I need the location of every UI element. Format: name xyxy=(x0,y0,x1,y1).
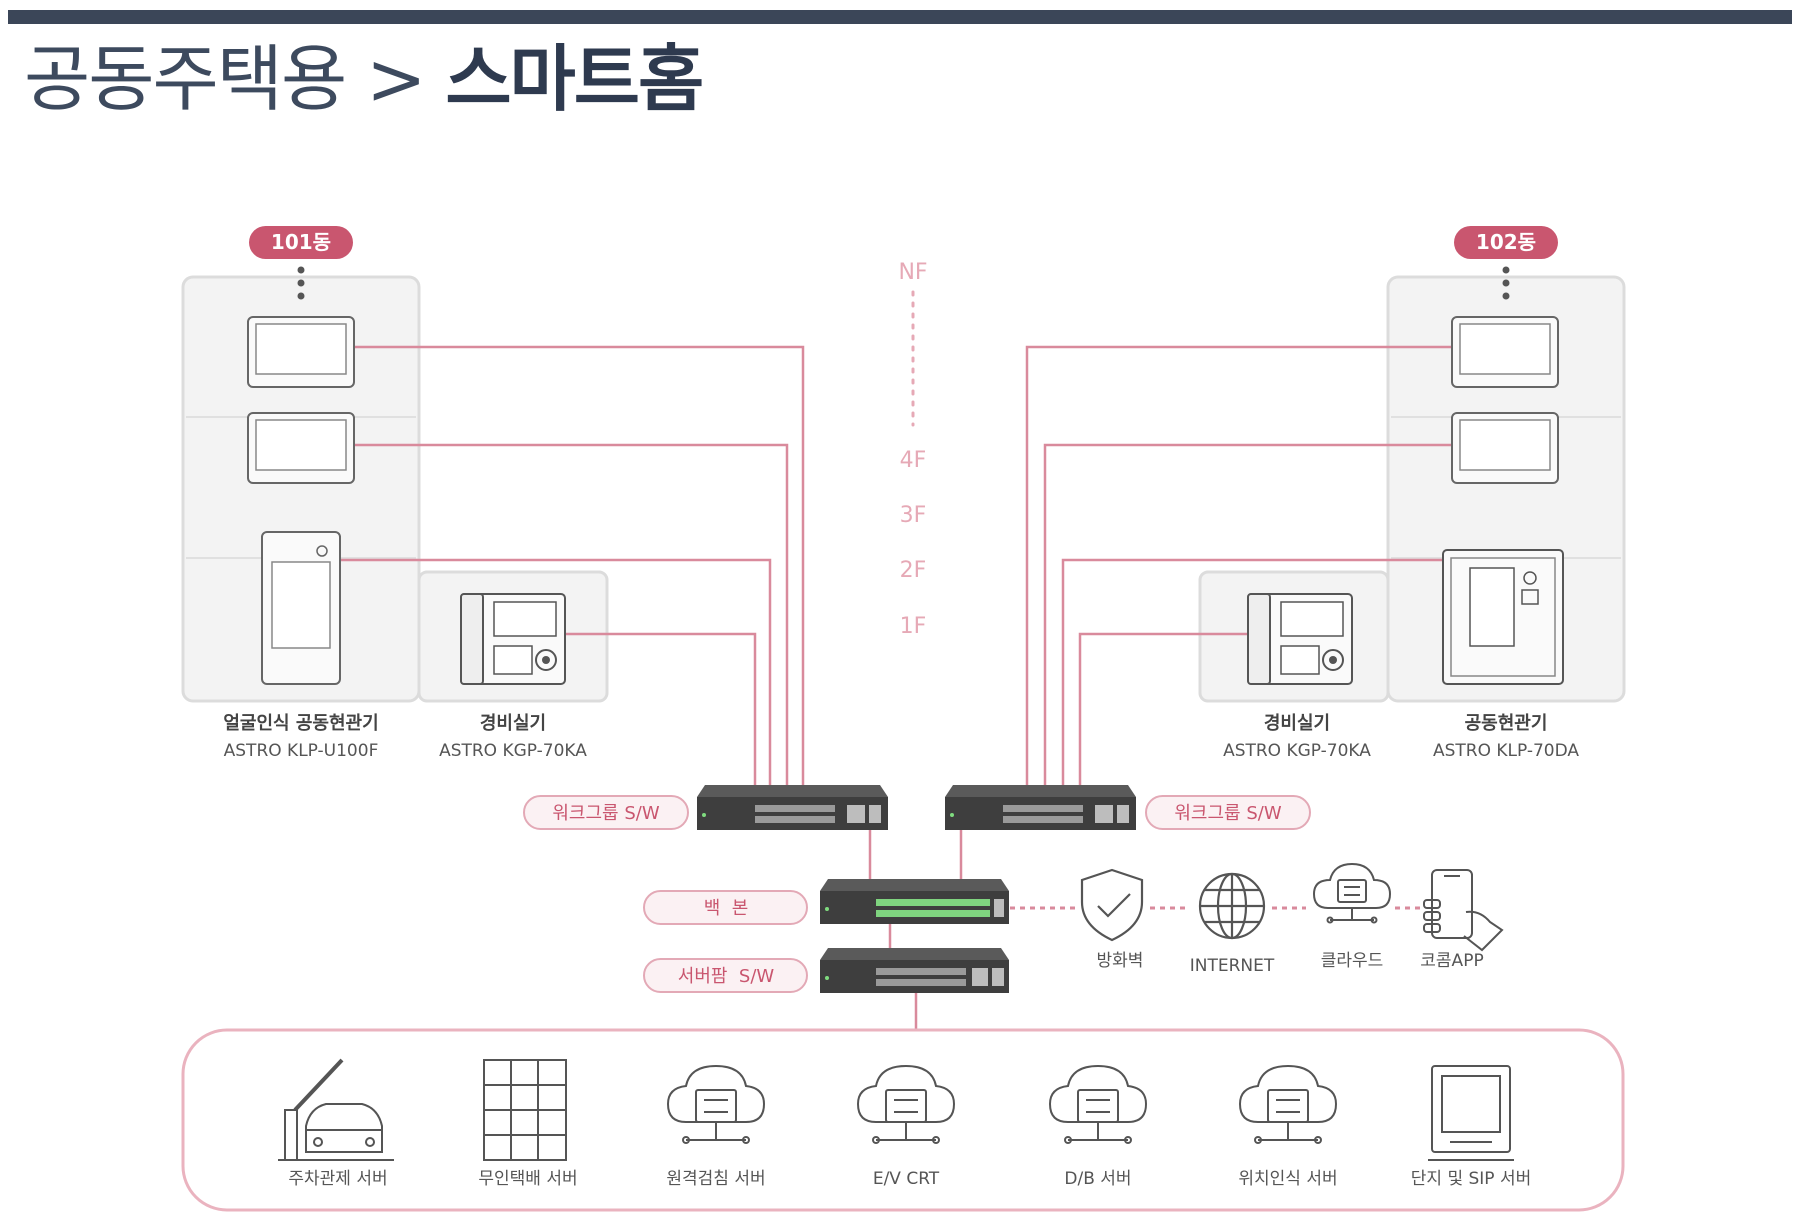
cloud-icon xyxy=(1312,862,1392,924)
cloud-server-icon xyxy=(1238,1064,1338,1144)
wallpad-icon xyxy=(247,316,355,388)
building-102-label: 102동 xyxy=(1476,230,1536,254)
internet-globe-icon xyxy=(1198,872,1266,940)
face-recognition-lobby-phone-icon xyxy=(261,531,341,685)
cloud-server-icon xyxy=(856,1064,956,1144)
app-label: 코콤APP xyxy=(1420,951,1483,971)
floor-indicator: NF 4F 3F 2F 1F xyxy=(898,260,927,639)
firewall-label: 방화벽 xyxy=(1097,951,1144,971)
backbone-switch-icon xyxy=(820,879,1009,924)
cloud-label: 클라우드 xyxy=(1321,951,1384,971)
building-101-label: 101동 xyxy=(271,230,331,254)
connection-lines xyxy=(340,345,1454,1030)
left-entrance-model: ASTRO KLP-U100F xyxy=(224,741,379,761)
cloud-server-icon xyxy=(1048,1064,1148,1144)
left-entrance-name: 얼굴인식 공동현관기 xyxy=(223,713,378,734)
parking-control-icon xyxy=(278,1058,394,1161)
floor-2f: 2F xyxy=(900,558,927,583)
title-category: 공동주택용 xyxy=(24,37,347,121)
backbone-pill: 백 본 xyxy=(643,890,808,925)
floor-1f: 1F xyxy=(900,614,927,639)
workgroup-left-label: 워크그룹 S/W xyxy=(552,803,659,824)
firewall-icon xyxy=(1080,868,1144,942)
server-label-parking: 주차관제 서버 xyxy=(288,1169,387,1189)
server-farm-pill: 서버팜 S/W xyxy=(643,958,808,993)
left-guard-model: ASTRO KGP-70KA xyxy=(439,741,587,761)
right-entrance-model: ASTRO KLP-70DA xyxy=(1433,741,1579,761)
server-label-location: 위치인식 서버 xyxy=(1238,1169,1337,1189)
server-label-sip: 단지 및 SIP 서버 xyxy=(1411,1169,1531,1189)
title-subject: 스마트홈 xyxy=(445,37,704,121)
right-entrance-name: 공동현관기 xyxy=(1465,713,1548,734)
lobby-phone-icon xyxy=(1442,549,1564,685)
workgroup-right-label: 워크그룹 S/W xyxy=(1174,803,1281,824)
guard-phone-icon xyxy=(460,593,566,685)
mobile-app-icon xyxy=(1423,869,1504,952)
parcel-locker-icon xyxy=(483,1059,567,1161)
left-guard-name: 경비실기 xyxy=(480,713,546,734)
workgroup-right-pill: 워크그룹 S/W xyxy=(1145,795,1311,830)
title-separator: > xyxy=(366,37,426,121)
floor-3f: 3F xyxy=(900,503,927,528)
wallpad-icon xyxy=(1451,412,1559,484)
top-bar xyxy=(8,10,1792,24)
internet-label: INTERNET xyxy=(1190,956,1275,976)
device-labels: 얼굴인식 공동현관기 ASTRO KLP-U100F 경비실기 ASTRO KG… xyxy=(223,713,1579,761)
server-label-metering: 원격검침 서버 xyxy=(666,1169,765,1189)
cloud-server-icon xyxy=(666,1064,766,1144)
workgroup-switch-right-icon xyxy=(945,785,1136,830)
building-102-badge: 102동 xyxy=(1454,226,1558,300)
backbone-label: 백 본 xyxy=(704,898,749,919)
workgroup-switch-left-icon xyxy=(697,785,888,830)
server-label-db: D/B 서버 xyxy=(1064,1169,1131,1189)
wallpad-icon xyxy=(247,412,355,484)
right-guard-name: 경비실기 xyxy=(1264,713,1330,734)
building-101-badge: 101동 xyxy=(249,226,353,300)
server-label-parcel: 무인택배 서버 xyxy=(478,1169,577,1189)
server-label-ev-crt: E/V CRT xyxy=(873,1169,940,1189)
floor-4f: 4F xyxy=(900,448,927,473)
server-farm-label: 서버팜 S/W xyxy=(678,966,775,987)
workgroup-left-pill: 워크그룹 S/W xyxy=(523,795,689,830)
right-guard-model: ASTRO KGP-70KA xyxy=(1223,741,1371,761)
floor-nf: NF xyxy=(898,260,927,285)
server-farm-switch-icon xyxy=(820,948,1009,993)
guard-phone-icon xyxy=(1247,593,1353,685)
page-title: 공동주택용 > 스마트홈 xyxy=(24,34,704,124)
server-labels: 주차관제 서버 무인택배 서버 원격검침 서버 E/V CRT D/B 서버 위… xyxy=(288,1169,1531,1189)
sip-server-terminal-icon xyxy=(1428,1065,1514,1161)
wallpad-icon xyxy=(1451,316,1559,388)
